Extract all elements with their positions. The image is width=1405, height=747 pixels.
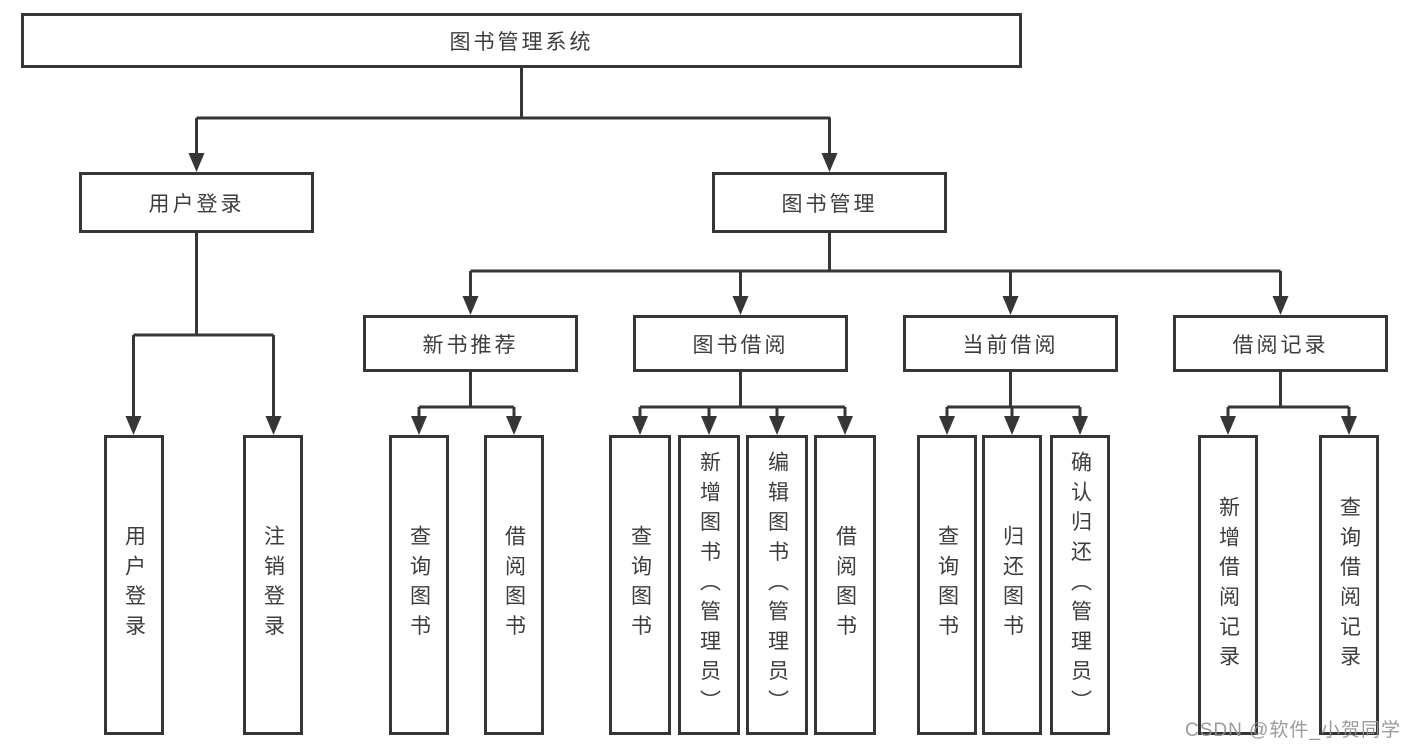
arrowhead [1002,296,1019,315]
leaf-records-query-label: 查询借阅记录 [1337,495,1361,675]
leaf-logout-label: 注销登录 [261,525,285,645]
leaf-book-borrow-query: 查询图书 [609,435,671,735]
arrowhead [939,416,955,435]
arrowhead [837,416,853,435]
arrowhead [125,416,142,435]
leaf-user-login: 用户登录 [104,435,164,735]
arrowhead [506,416,522,435]
leaf-records-add-label: 新增借阅记录 [1216,495,1240,675]
leaf-current-borrow-confirm-label: 确认归还（管理员） [1068,450,1092,720]
connector-user-login [132,233,275,419]
arrowhead [701,416,717,435]
node-user-login-label: 用户登录 [148,192,245,216]
leaf-book-borrow-query-label: 查询图书 [628,525,652,645]
leaf-records-add: 新增借阅记录 [1198,435,1258,735]
node-new-books-label: 新书推荐 [422,333,519,357]
arrowhead [1220,416,1236,435]
leaf-book-borrow-borrow-label: 借阅图书 [833,525,857,645]
leaf-new-books-query: 查询图书 [389,435,449,735]
node-root-label: 图书管理系统 [449,30,594,54]
leaf-new-books-query-label: 查询图书 [407,525,431,645]
arrowhead [821,153,838,172]
arrowhead [188,153,205,172]
arrowhead [732,296,749,315]
arrowhead [1072,416,1088,435]
node-new-books: 新书推荐 [363,315,578,372]
leaf-current-borrow-confirm: 确认归还（管理员） [1050,435,1110,735]
leaf-current-borrow-return-label: 归还图书 [1000,525,1024,645]
node-current-borrow: 当前借阅 [903,315,1118,372]
leaf-records-query: 查询借阅记录 [1319,435,1379,735]
leaf-book-borrow-borrow: 借阅图书 [814,435,876,735]
leaf-book-borrow-add-label: 新增图书（管理员） [697,450,721,720]
node-root: 图书管理系统 [21,13,1022,68]
leaf-book-borrow-edit-label: 编辑图书（管理员） [765,450,789,720]
node-user-login: 用户登录 [79,172,314,233]
leaf-logout: 注销登录 [243,435,303,735]
node-book-borrow-label: 图书借阅 [692,333,789,357]
node-borrow-records-label: 借阅记录 [1232,333,1329,357]
connector-new-books [417,372,516,420]
leaf-book-borrow-add: 新增图书（管理员） [678,435,740,735]
leaf-current-borrow-return: 归还图书 [982,435,1042,735]
connector-book-mgmt [469,233,1282,299]
arrowhead [265,416,282,435]
node-current-borrow-label: 当前借阅 [962,333,1059,357]
node-book-mgmt: 图书管理 [712,172,947,233]
leaf-current-borrow-query-label: 查询图书 [935,525,959,645]
arrowhead [411,416,427,435]
arrowhead [632,416,648,435]
arrowhead [462,296,479,315]
arrowhead [1004,416,1020,435]
csdn-watermark: CSDN @软件_小贺同学 [1185,720,1401,741]
arrowhead [1341,416,1357,435]
leaf-new-books-borrow-label: 借阅图书 [502,525,526,645]
leaf-book-borrow-edit: 编辑图书（管理员） [746,435,808,735]
leaf-current-borrow-query: 查询图书 [917,435,977,735]
connector-book-borrow [638,372,847,420]
leaf-user-login-label: 用户登录 [122,525,146,645]
arrowhead [1272,296,1289,315]
node-book-borrow: 图书借阅 [633,315,848,372]
connector-current-borrow [945,372,1082,420]
connector-root [195,68,831,156]
connector-borrow-records [1226,372,1351,420]
arrowhead [769,416,785,435]
node-book-mgmt-label: 图书管理 [781,192,878,216]
node-borrow-records: 借阅记录 [1173,315,1388,372]
leaf-new-books-borrow: 借阅图书 [484,435,544,735]
